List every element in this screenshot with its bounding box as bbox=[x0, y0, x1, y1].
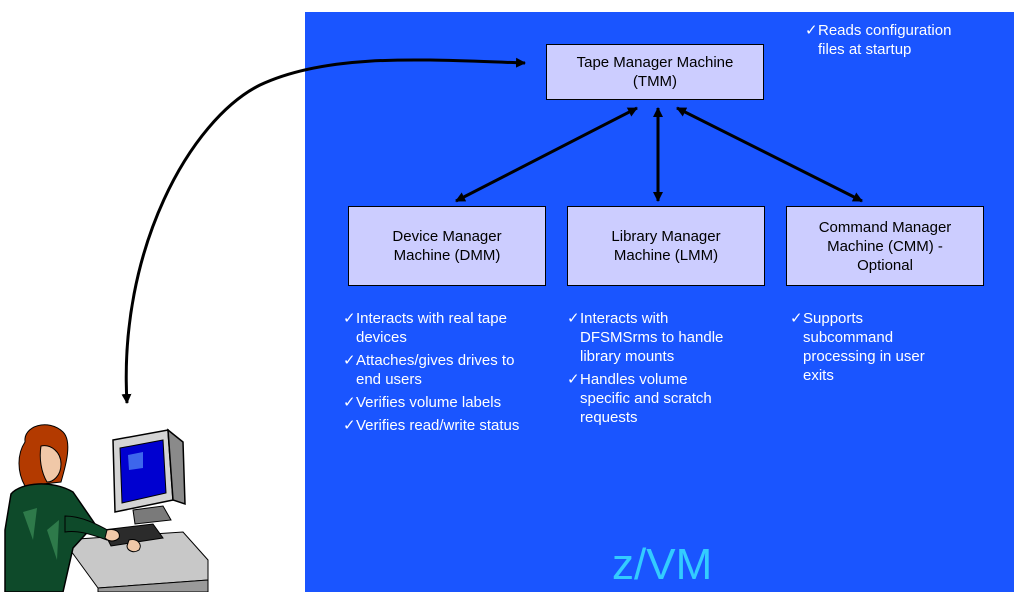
note-item: ✓Verifies volume labels bbox=[343, 394, 502, 411]
check-icon: ✓ bbox=[343, 394, 356, 411]
check-icon: ✓ bbox=[343, 310, 356, 327]
check-icon: ✓ bbox=[790, 310, 803, 327]
note-item: ✓Attaches/gives drives to end users bbox=[343, 352, 515, 388]
check-icon: ✓ bbox=[567, 310, 580, 327]
check-icon: ✓ bbox=[567, 371, 580, 388]
dmm-box: Device Manager Machine (DMM) bbox=[348, 206, 546, 286]
tmm-box: Tape Manager Machine (TMM) bbox=[546, 44, 764, 100]
cmm-notes: ✓Supports subcommand processing in user … bbox=[790, 309, 940, 389]
note-item: ✓Interacts with DFSMSrms to handle libra… bbox=[567, 310, 724, 365]
note-item: ✓Handles volume specific and scratch req… bbox=[567, 371, 712, 426]
lmm-notes: ✓Interacts with DFSMSrms to handle libra… bbox=[567, 309, 737, 431]
note-item: ✓Interacts with real tape devices bbox=[343, 310, 507, 346]
note-item: ✓Reads configuration files at startup bbox=[805, 22, 952, 58]
check-icon: ✓ bbox=[805, 22, 818, 39]
check-icon: ✓ bbox=[343, 417, 356, 434]
cmm-box: Command Manager Machine (CMM) - Optional bbox=[786, 206, 984, 286]
note-item: ✓Verifies read/write status bbox=[343, 417, 520, 434]
platform-label: z/VM bbox=[612, 540, 713, 589]
user-at-computer-icon bbox=[4, 424, 209, 592]
dmm-notes: ✓Interacts with real tape devices ✓Attac… bbox=[343, 309, 523, 439]
note-item: ✓Supports subcommand processing in user … bbox=[790, 310, 925, 384]
check-icon: ✓ bbox=[343, 352, 356, 369]
tmm-notes: ✓Reads configuration files at startup bbox=[805, 21, 970, 63]
lmm-box: Library Manager Machine (LMM) bbox=[567, 206, 765, 286]
